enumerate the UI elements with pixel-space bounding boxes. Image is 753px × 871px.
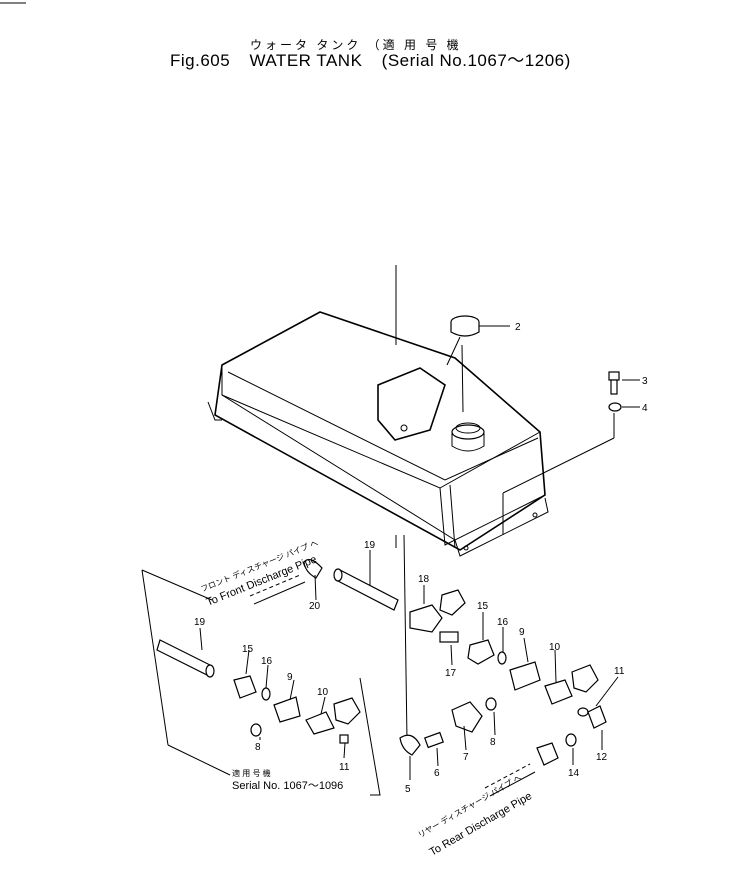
- callout-10: 10: [549, 642, 561, 653]
- callout-5: 5: [405, 784, 411, 795]
- inset-serial: Serial No. 1067～1096: [232, 780, 343, 792]
- serial-range: (Serial No.1067～1206): [381, 51, 571, 70]
- fig-title: WATER TANK: [249, 51, 363, 70]
- callout-20: 20: [309, 601, 321, 612]
- callout-7: 7: [463, 752, 469, 763]
- callout-14: 14: [568, 768, 580, 779]
- callout-11: 11: [614, 666, 625, 677]
- inset-callout-15: 15: [242, 644, 254, 655]
- callout-6: 6: [434, 768, 440, 779]
- leader-lines: [314, 550, 619, 780]
- fig-number: Fig.605: [170, 51, 231, 70]
- inset-jp: 適 用 号 機: [232, 768, 271, 778]
- callout-3: 3: [642, 376, 648, 387]
- callout-19: 19: [364, 540, 376, 551]
- bolt-and-washer: [502, 371, 640, 535]
- header-japanese: ウォータ タンク （適 用 号 機: [250, 38, 462, 52]
- inset-box: [141, 569, 381, 796]
- main-piping: [249, 534, 607, 797]
- figure-title: Fig.605 WATER TANK (Serial No.1067～1206): [170, 46, 585, 71]
- callout-9: 9: [519, 627, 525, 638]
- callout-15: 15: [477, 601, 489, 612]
- callout-16: 16: [497, 617, 509, 628]
- inset-callout-10: 10: [317, 687, 329, 698]
- callout-17: 17: [445, 668, 457, 679]
- inset-callout-11: 11: [339, 762, 350, 773]
- inset-callout-16: 16: [261, 656, 273, 667]
- callout-4: 4: [642, 403, 648, 414]
- callout-2: 2: [515, 322, 521, 333]
- tank-cap: [446, 315, 510, 413]
- inset-callout-8: 8: [255, 742, 261, 753]
- callout-numbers: 2 3 4 18 19 20 15 16 9 10 11 17 12 14 8 …: [194, 322, 648, 795]
- callout-12: 12: [596, 752, 608, 763]
- inset-callout-9: 9: [287, 672, 293, 683]
- callout-8: 8: [490, 737, 496, 748]
- callout-18: 18: [418, 574, 430, 585]
- inset-callout-19: 19: [194, 617, 206, 628]
- water-tank: [207, 265, 549, 557]
